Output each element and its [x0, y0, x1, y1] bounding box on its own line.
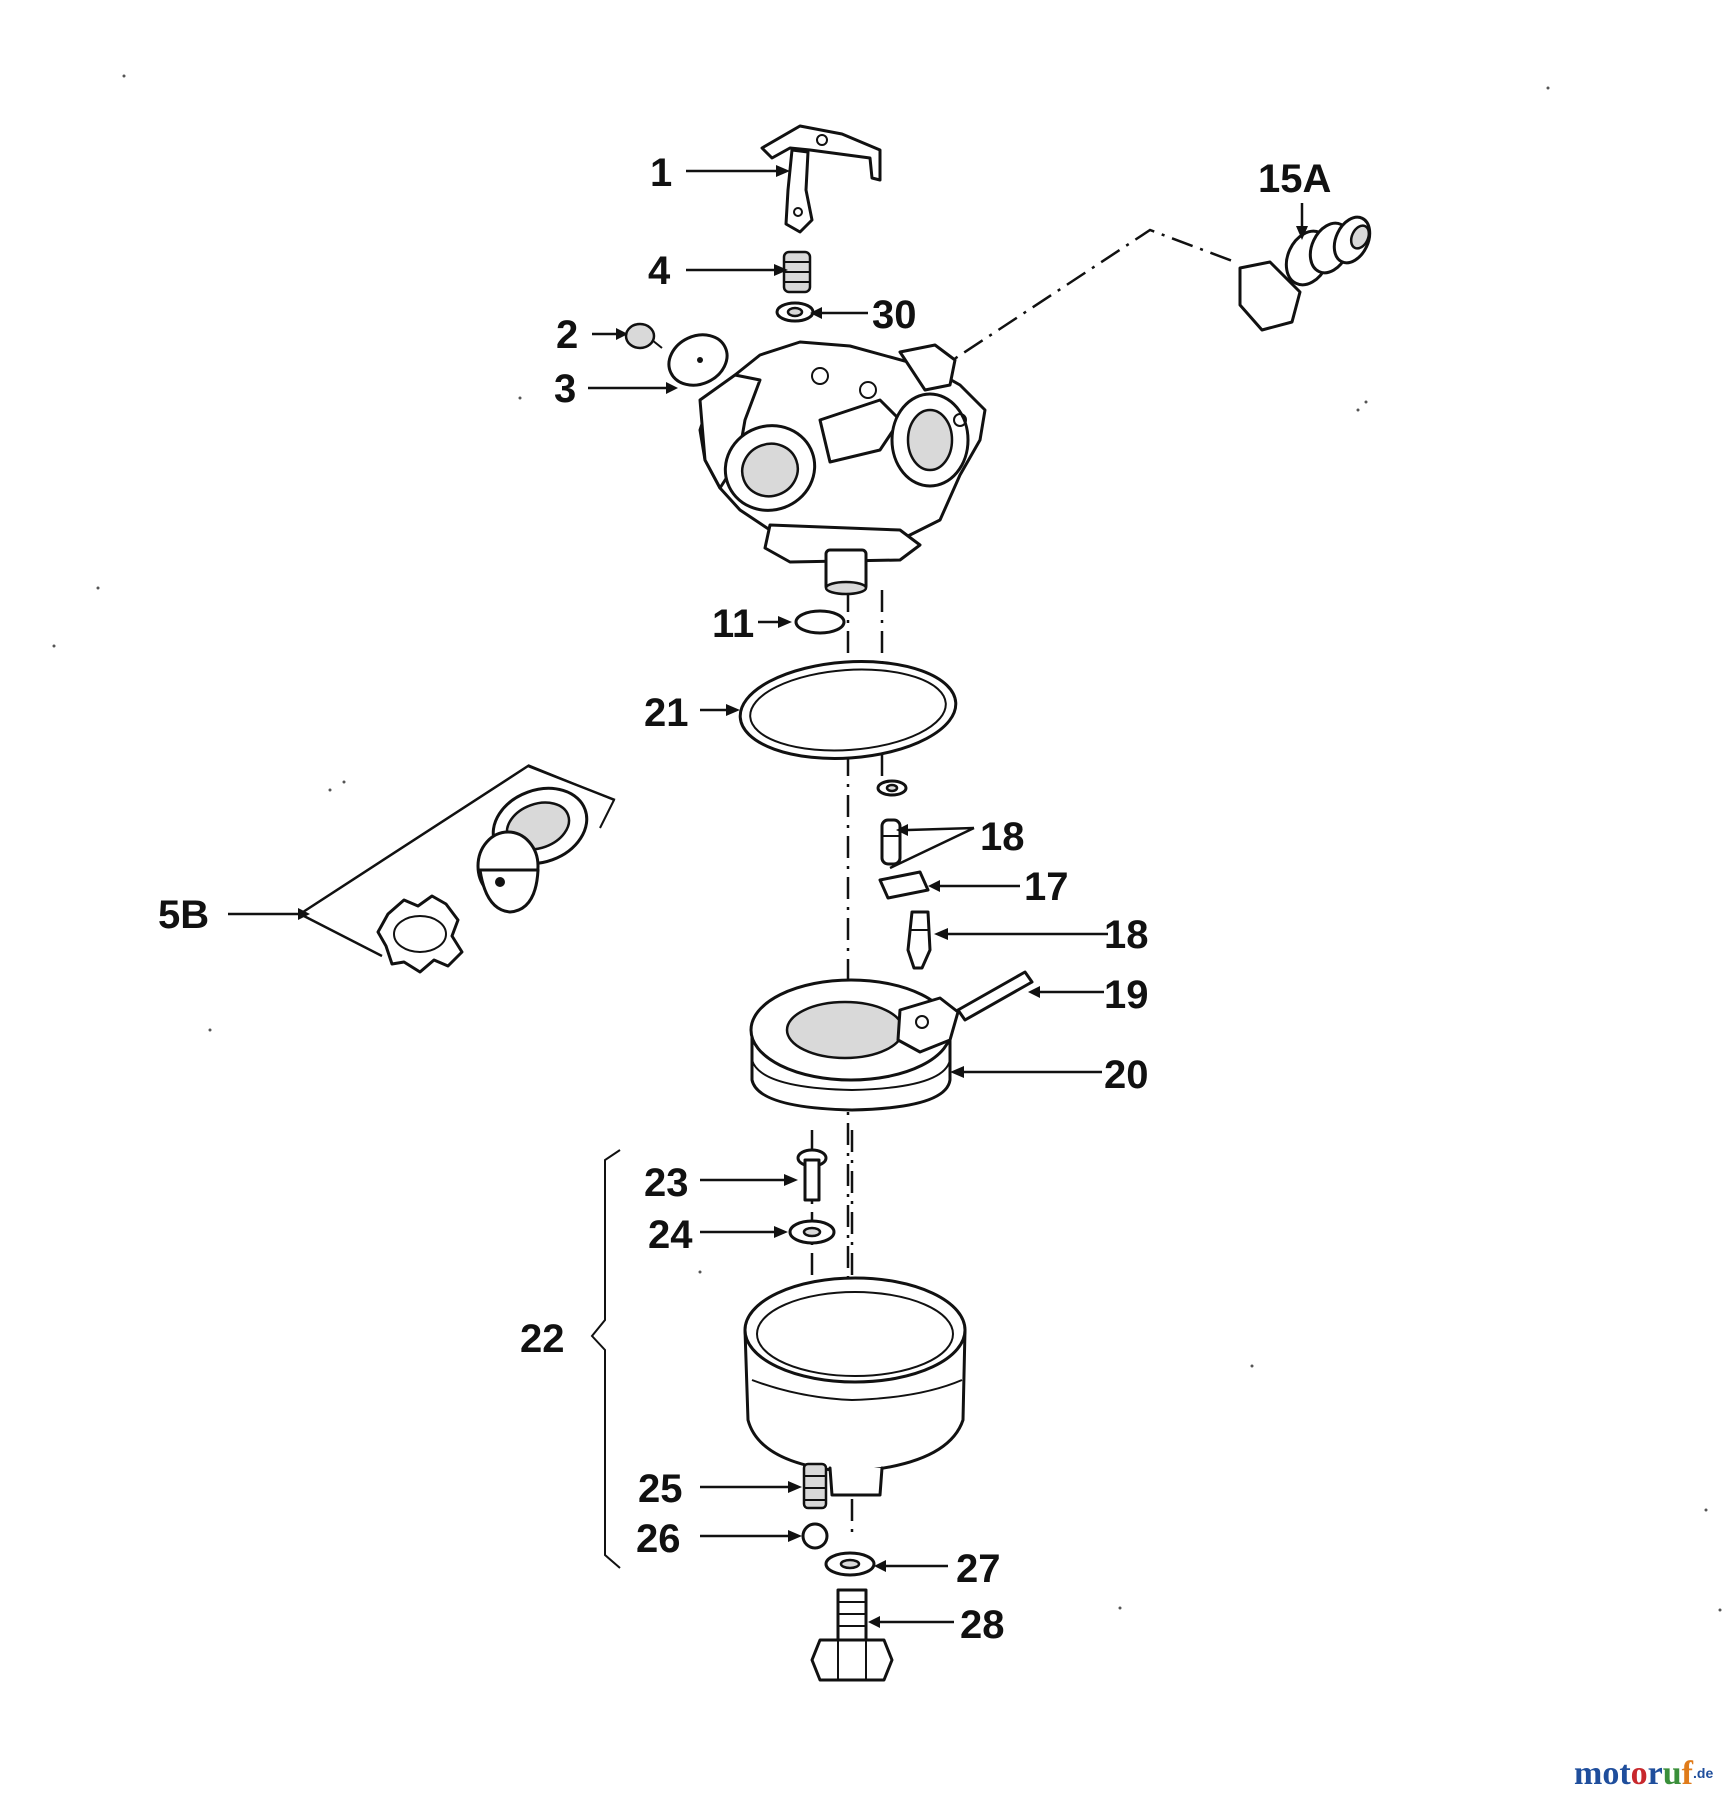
svg-text:motoruf.de: motoruf.de [1574, 1755, 1713, 1792]
callout-24: 24 [648, 1213, 693, 1257]
callout-2: 2 [556, 313, 578, 357]
part-20-float [749, 978, 960, 1112]
part-15a-fuel-fitting [1238, 215, 1372, 332]
part-2-screw [624, 322, 663, 350]
watermark-o2: o [1631, 1755, 1648, 1792]
callout-28: 28 [960, 1603, 1005, 1647]
callout-1: 1 [650, 151, 672, 195]
callout-30: 30 [872, 293, 917, 337]
part-25-spring [802, 1462, 828, 1510]
callout-11: 11 [712, 602, 754, 646]
watermark-m: m [1574, 1755, 1602, 1792]
part-19-pin [956, 970, 1034, 1022]
watermark-u: u [1663, 1755, 1682, 1792]
part-4-spring [782, 250, 812, 294]
watermark-suffix: .de [1693, 1765, 1713, 1781]
part-5b-leaders [228, 764, 616, 958]
callout-4: 4 [648, 249, 671, 293]
part-27-washer [824, 1551, 876, 1577]
part-18-seat [876, 779, 908, 866]
motoruf-watermark: motoruf.de [1574, 1755, 1713, 1792]
callout-5b: 5B [158, 893, 209, 937]
callout-3: 3 [554, 367, 576, 411]
part-30-washer [775, 301, 815, 323]
callout-17: 17 [1024, 865, 1069, 909]
callout-labels: 1 15A 4 30 2 3 11 21 18 17 5B 18 19 20 2… [158, 151, 1331, 1647]
part-22-bracket [590, 1149, 621, 1569]
callout-19: 19 [1104, 973, 1149, 1017]
callout-15a: 15A [1258, 157, 1331, 201]
carburetor-body [698, 340, 987, 596]
callout-27: 27 [956, 1547, 1001, 1591]
callout-21: 21 [644, 691, 689, 735]
callout-25: 25 [638, 1467, 683, 1511]
part-17-clip [878, 870, 930, 900]
callout-leaders-left [588, 165, 802, 1542]
watermark-t: t [1619, 1755, 1631, 1792]
watermark-r: r [1648, 1755, 1663, 1792]
part-23-bolt [796, 1148, 828, 1202]
callout-leaders-right [810, 203, 1308, 1628]
watermark-o1: o [1602, 1755, 1619, 1792]
callout-22: 22 [520, 1317, 565, 1361]
part-5b-primer-kit [376, 764, 615, 974]
part-11-seal [794, 609, 846, 635]
part-28-bowl-nut [810, 1588, 894, 1682]
part-22-float-bowl [743, 1276, 967, 1497]
part-18-needle [906, 910, 932, 970]
part-24-washer [788, 1219, 836, 1245]
callout-18-lower: 18 [1104, 913, 1149, 957]
callout-20: 20 [1104, 1053, 1149, 1097]
watermark-f: f [1682, 1755, 1694, 1792]
callout-23: 23 [644, 1161, 689, 1205]
part-26-ball [801, 1522, 829, 1550]
part-1-lever [760, 124, 882, 234]
scan-specks [52, 74, 1722, 1612]
part-21-gasket [738, 660, 958, 760]
callout-18-upper: 18 [980, 815, 1025, 859]
part-3-plate [667, 333, 729, 387]
callout-26: 26 [636, 1517, 681, 1561]
